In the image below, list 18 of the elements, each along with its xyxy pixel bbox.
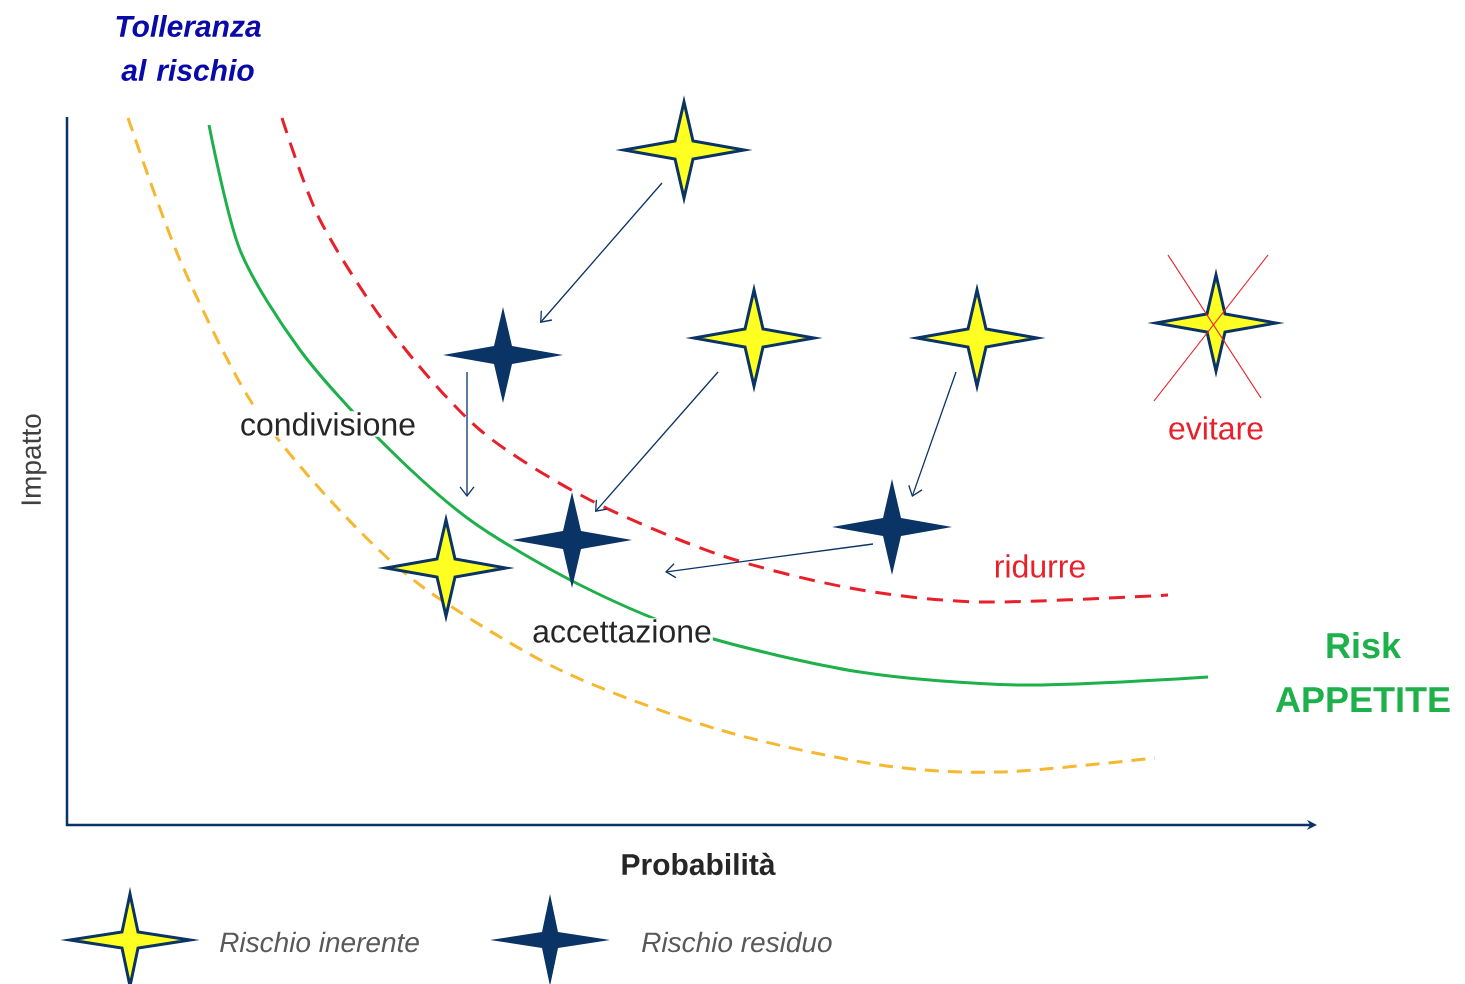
tolerance-label: Tolleranza al rischio <box>116 15 261 81</box>
axis-title: Probabilità <box>622 852 776 876</box>
residual-risk-star <box>443 307 563 403</box>
action-label: ridurre <box>995 554 1085 578</box>
residual-risk-star <box>512 492 632 588</box>
arrow <box>540 182 663 323</box>
zone-label: accettazione <box>533 619 711 643</box>
zone-label: condivisione <box>241 412 415 436</box>
action-label: evitare <box>1169 416 1263 440</box>
legend-label: Rischio residuo <box>642 931 832 953</box>
arrow <box>665 543 874 579</box>
appetite-label: Risk APPETITE <box>1275 631 1450 713</box>
axis-title: Impatto <box>21 414 47 505</box>
residual-risk-star <box>832 479 952 575</box>
arrow <box>459 371 475 497</box>
arrow <box>595 371 719 512</box>
arrow <box>908 371 957 497</box>
legend-label: Rischio inerente <box>220 931 419 953</box>
